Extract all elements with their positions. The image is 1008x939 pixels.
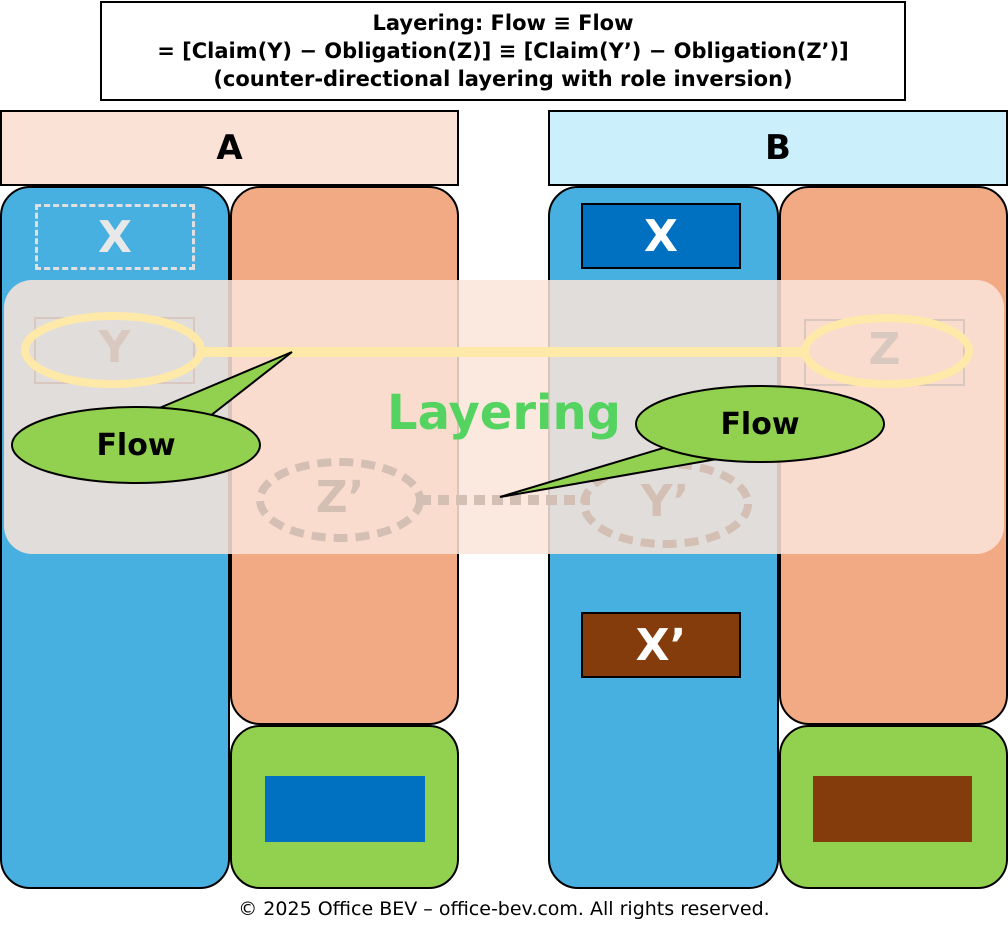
flow-callout-left-label: Flow: [96, 428, 176, 463]
title-line-3: (counter-directional layering with role …: [213, 67, 793, 91]
copyright-footer: © 2025 Office BEV – office-bev.com. All …: [238, 898, 770, 920]
title-line-2: = [Claim(Y) − Obligation(Z)] ≡ [Claim(Y’…: [157, 39, 849, 63]
entity-a-y-ellipse: [21, 312, 205, 388]
entity-b-y-prime-label: Y’: [640, 476, 690, 527]
entity-b-x-prime-label: X’: [635, 619, 687, 671]
entity-a-z-prime-ellipse: [256, 458, 424, 542]
entity-a-x-box: X: [35, 204, 195, 270]
entity-a-z-prime-label: Z’: [315, 472, 365, 523]
entity-b-header: B: [548, 110, 1008, 186]
entity-a-x-label: X: [98, 211, 132, 263]
entity-b-x-box: X: [581, 203, 741, 269]
entity-b-x-prime-box: X’: [581, 612, 741, 678]
entity-a-y-label: Y: [98, 322, 131, 373]
entity-b-equity-block: [813, 776, 972, 842]
flow-callout-left-bubble: [11, 406, 261, 484]
diagram-title: Layering: Flow ≡ Flow = [Claim(Y) − Obli…: [100, 1, 906, 101]
entity-b-x-label: X: [644, 210, 678, 262]
entity-b-z-ellipse: [801, 314, 973, 388]
title-line-1: Layering: Flow ≡ Flow: [372, 11, 634, 35]
flow-callout-right-label: Flow: [720, 407, 800, 442]
entity-a-equity-block: [265, 776, 425, 842]
entity-a-header: A: [0, 110, 459, 186]
entity-b-z-label: Z: [868, 324, 901, 375]
layering-label: Layering: [387, 385, 621, 441]
